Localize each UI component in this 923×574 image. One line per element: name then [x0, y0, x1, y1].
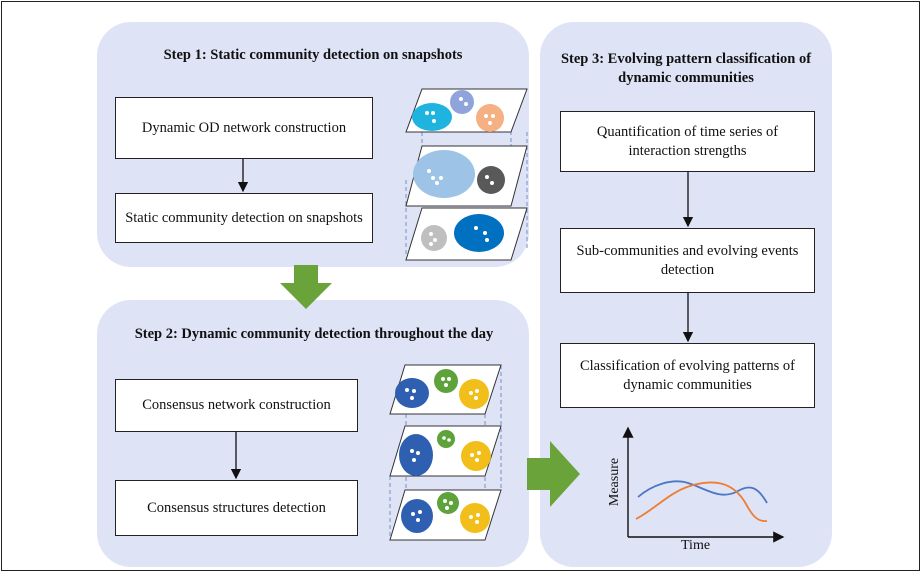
down-arrow-step1-to-step2 — [280, 265, 332, 309]
series-orange-curve — [635, 481, 768, 522]
static-community-detection-box: Static community detection on snapshots — [115, 193, 373, 243]
step1-title: Step 1: Static community detection on sn… — [163, 47, 463, 63]
classification-box: Classification of evolving patterns of d… — [560, 343, 815, 408]
community-yellow-2 — [461, 441, 491, 471]
community-darkgray — [477, 166, 505, 194]
consensus-structures-box: Consensus structures detection — [115, 480, 358, 536]
community-green-1 — [434, 369, 458, 393]
community-green-3 — [437, 492, 459, 514]
community-cyan — [412, 103, 452, 131]
x-axis-label: Time — [681, 538, 711, 553]
community-navy-2 — [399, 434, 433, 476]
community-yellow-3 — [460, 503, 490, 533]
community-green-2 — [437, 430, 455, 448]
series-blue-curve — [637, 480, 768, 504]
community-blue — [454, 214, 504, 252]
step2-snapshot-stack — [389, 364, 502, 541]
quantification-box: Quantification of time series of interac… — [560, 111, 815, 172]
community-yellow-1 — [459, 379, 489, 409]
step1-snapshot-stack — [405, 88, 528, 261]
measure-time-plot — [622, 426, 785, 543]
community-lightblue — [413, 150, 475, 198]
y-axis-label: Measure — [607, 457, 622, 507]
community-lightgray — [421, 225, 447, 251]
sub-communities-box: Sub-communities and evolving events dete… — [560, 228, 815, 293]
step3-title: Step 3: Evolving pattern classification … — [560, 51, 812, 86]
right-arrow-step2-to-step3 — [527, 441, 580, 507]
step2-title: Step 2: Dynamic community detection thro… — [134, 326, 494, 342]
community-periwinkle — [450, 90, 474, 114]
consensus-network-box: Consensus network construction — [115, 379, 358, 432]
community-navy-3 — [401, 499, 433, 533]
dynamic-od-network-box: Dynamic OD network construction — [115, 97, 373, 159]
community-navy-1 — [395, 378, 429, 408]
community-peach — [476, 104, 504, 132]
